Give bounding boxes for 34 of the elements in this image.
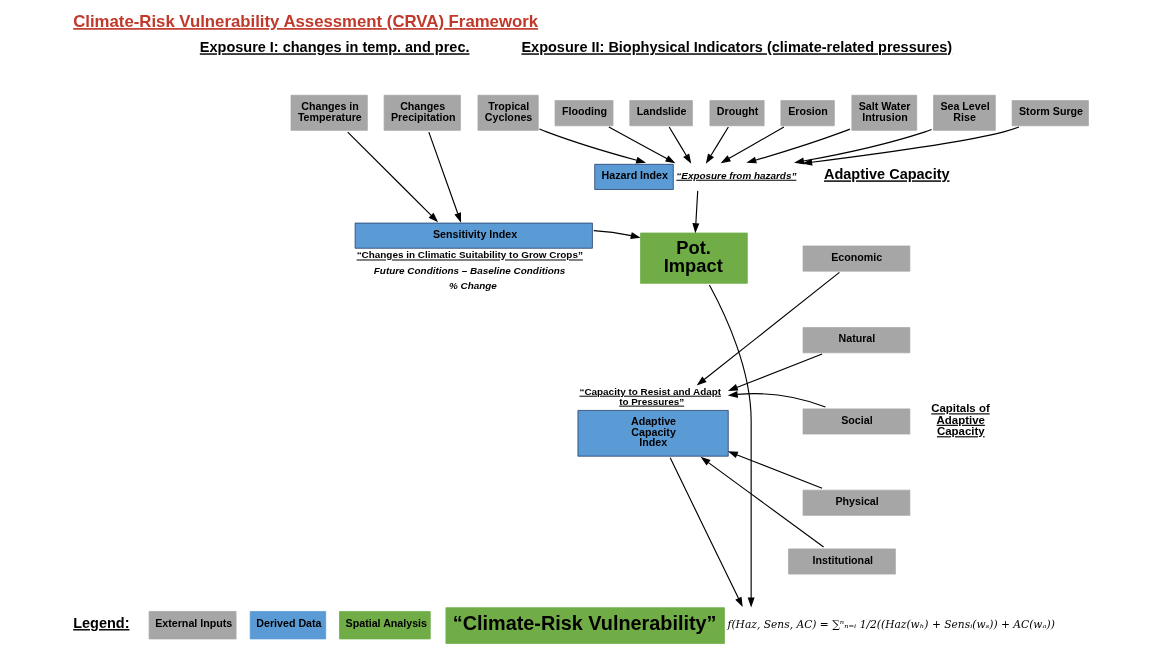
arrow (669, 457, 743, 608)
arrow (592, 230, 641, 239)
label: Exposure I: changes in temp. and prec. (199, 39, 469, 56)
arrow (538, 128, 646, 164)
arrow (346, 131, 438, 223)
arrow (691, 190, 699, 234)
arrow (705, 126, 729, 164)
arrow (793, 129, 932, 165)
arrow (668, 126, 691, 164)
label: Exposure II: Biophysical Indicators (climate-related pressures) (520, 39, 952, 56)
legend-label: Spatial Analysis (345, 617, 427, 630)
arrow (720, 126, 784, 164)
label: Legend: (72, 615, 129, 632)
node-label: Future Conditions – Baseline Conditions (373, 264, 565, 276)
node-label: “Capacity to Resist and Adapt to Pressures” (578, 385, 721, 407)
legend-label: Derived Data (255, 617, 322, 630)
legend-label: External Inputs (154, 617, 232, 630)
arrow (607, 126, 675, 164)
arrow (801, 126, 1020, 166)
arrow (745, 128, 850, 164)
node-label: % Change (448, 280, 497, 292)
label: Capitals of Adaptive Capacity (930, 402, 990, 438)
diagram-title: Climate-Risk Vulnerability Assessment (CRVA) Framework (72, 12, 538, 32)
arrow (727, 451, 823, 489)
arrow (700, 456, 824, 548)
node-label: “Changes in Climatic Suitability to Grow Crops” (356, 249, 583, 261)
label: Adaptive Capacity (823, 166, 950, 183)
node-label: f(Haz, Sens, AC) = ∑ⁿₙ₌ᵢ 1/2((Haz(wₕ) + Sensᵢ(wₛ)) + AC(wₐ)) (726, 617, 1055, 631)
arrow (727, 390, 826, 408)
node-label: “Exposure from hazards” (675, 169, 796, 181)
arrow (708, 284, 755, 608)
arrow (727, 353, 823, 391)
arrow (696, 271, 840, 386)
arrow (427, 131, 461, 223)
